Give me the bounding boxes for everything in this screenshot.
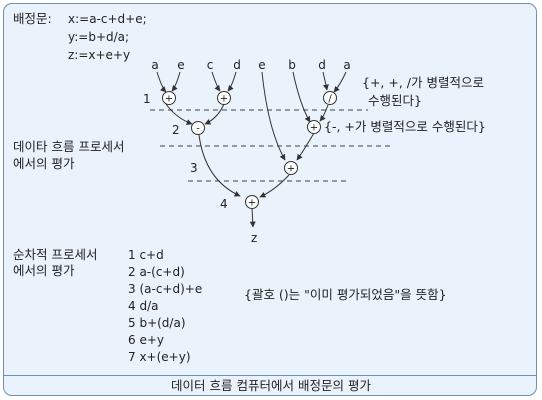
op-label: + — [248, 198, 256, 209]
edge-b-to-plus4 — [292, 71, 311, 123]
input-var: c — [207, 58, 214, 72]
figure-caption: 데이터 흐름 컴퓨터에서 배정문의 평가 — [171, 378, 371, 393]
op-label: + — [220, 94, 228, 105]
edge-plus5-to-plus6 — [259, 174, 290, 198]
output-var: z — [251, 231, 257, 245]
edge-plus2-to-minus — [204, 103, 225, 125]
node-plus-6 — [245, 195, 259, 209]
level-number: 4 — [220, 197, 228, 211]
op-label: + — [165, 94, 173, 105]
sequential-label-line-2: 에서의 평가 — [13, 263, 75, 278]
dataflow-label-line-2: 에서의 평가 — [13, 156, 75, 171]
edge-c-to-plus2 — [211, 71, 221, 92]
assignment-line-1: x:=a-c+d+e; — [68, 12, 147, 26]
node-plus-4 — [307, 120, 321, 134]
edge-div-to-plus4 — [319, 104, 329, 122]
level1-note-line-2: 수행된다} — [368, 93, 422, 108]
sequential-step: 5 b+(d/a) — [128, 316, 186, 330]
level1-note-line-1: {+, +, /가 병렬적으로 — [362, 75, 484, 90]
edge-minus-to-plus6 — [198, 134, 241, 197]
level-number: 3 — [190, 161, 198, 175]
input-var: b — [288, 58, 296, 72]
input-var: a — [343, 58, 350, 72]
op-label: + — [310, 123, 318, 134]
sequential-step: 6 e+y — [128, 333, 164, 347]
edge-plus6-to-z — [249, 207, 256, 228]
operator-nodes — [162, 91, 337, 209]
sequential-label-line-1: 순차적 프로세서 — [13, 247, 98, 262]
edge-plus1-to-minus — [165, 103, 193, 125]
sequential-step: 7 x+(e+y) — [128, 350, 191, 364]
assignment-line-2: y:=b+d/a; — [68, 30, 130, 44]
level2-note: {-, +가 병렬적으로 수행된다} — [324, 119, 486, 134]
op-label: / — [328, 94, 332, 105]
level-number: 1 — [143, 92, 151, 106]
input-var: a — [151, 58, 158, 72]
input-var: d — [233, 58, 241, 72]
node-plus-2 — [217, 91, 231, 105]
edge-a-to-plus1 — [156, 71, 167, 93]
edge-plus4-to-plus5 — [296, 132, 315, 161]
node-div — [323, 91, 337, 105]
input-var: e — [258, 58, 265, 72]
sequential-step: 4 d/a — [128, 299, 159, 313]
node-minus — [191, 121, 205, 135]
edge-d-to-plus2 — [227, 71, 237, 92]
caption-divider — [3, 375, 537, 376]
assignment-line-3: z:=x+e+y — [68, 48, 131, 62]
assignment-label: 배정문: — [13, 11, 52, 26]
edge-d-to-div — [322, 71, 329, 91]
edge-a-to-div — [333, 71, 347, 93]
level-number: 2 — [172, 123, 180, 137]
input-var: e — [177, 58, 184, 72]
sequential-step: 1 c+d — [128, 248, 164, 262]
dataflow-label-line-1: 데이타 흐름 프로세서 — [13, 139, 125, 154]
sequential-step: 3 (a-c+d)+e — [128, 282, 203, 296]
sequential-step: 2 a-(c+d) — [128, 265, 185, 279]
edge-e-to-plus5 — [261, 71, 286, 161]
figure-panel — [3, 3, 537, 396]
node-plus-5 — [284, 161, 298, 175]
op-label: - — [196, 124, 200, 135]
node-plus-1 — [162, 91, 176, 105]
edge-e-to-plus1 — [171, 71, 181, 92]
edges — [156, 71, 347, 228]
input-var: d — [318, 58, 326, 72]
op-label: + — [287, 164, 295, 175]
parenthesis-note: {괄호 ()는 "이미 평가되었음"을 뜻함} — [244, 287, 447, 302]
